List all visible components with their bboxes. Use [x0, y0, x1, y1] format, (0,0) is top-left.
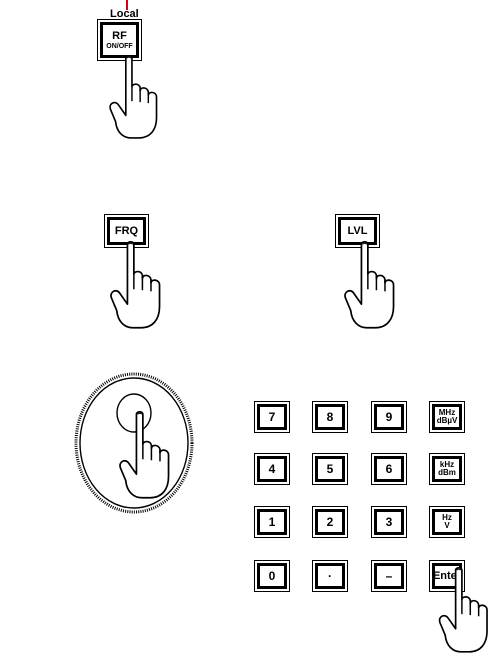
key-1[interactable]: 1: [257, 509, 287, 535]
unit-label-dbuv: dBµV: [437, 417, 458, 425]
key-decimal-point[interactable]: ·: [315, 563, 345, 589]
key-minus[interactable]: –: [374, 563, 404, 589]
pointing-hand-icon: [115, 410, 175, 502]
onoff-label: ON/OFF: [106, 43, 132, 50]
rf-onoff-button[interactable]: RF ON/OFF: [100, 22, 139, 58]
key-9[interactable]: 9: [374, 404, 404, 430]
khz-dbm-key[interactable]: kHz dBm: [432, 456, 462, 482]
pointing-hand-icon: [104, 54, 164, 142]
hz-v-key[interactable]: Hz V: [432, 509, 462, 535]
key-3[interactable]: 3: [374, 509, 404, 535]
local-label: Local: [110, 8, 139, 20]
pointing-hand-icon: [106, 240, 166, 332]
key-5[interactable]: 5: [315, 456, 345, 482]
unit-label-v: V: [444, 522, 449, 530]
key-7[interactable]: 7: [257, 404, 287, 430]
rf-label: RF: [112, 31, 127, 42]
pointing-hand-icon: [340, 240, 400, 332]
key-4[interactable]: 4: [257, 456, 287, 482]
key-6[interactable]: 6: [374, 456, 404, 482]
mhz-dbuv-key[interactable]: MHz dBµV: [432, 404, 462, 430]
key-8[interactable]: 8: [315, 404, 345, 430]
unit-label-dbm: dBm: [438, 469, 456, 477]
pointing-hand-icon: [436, 566, 489, 656]
key-2[interactable]: 2: [315, 509, 345, 535]
key-0[interactable]: 0: [257, 563, 287, 589]
